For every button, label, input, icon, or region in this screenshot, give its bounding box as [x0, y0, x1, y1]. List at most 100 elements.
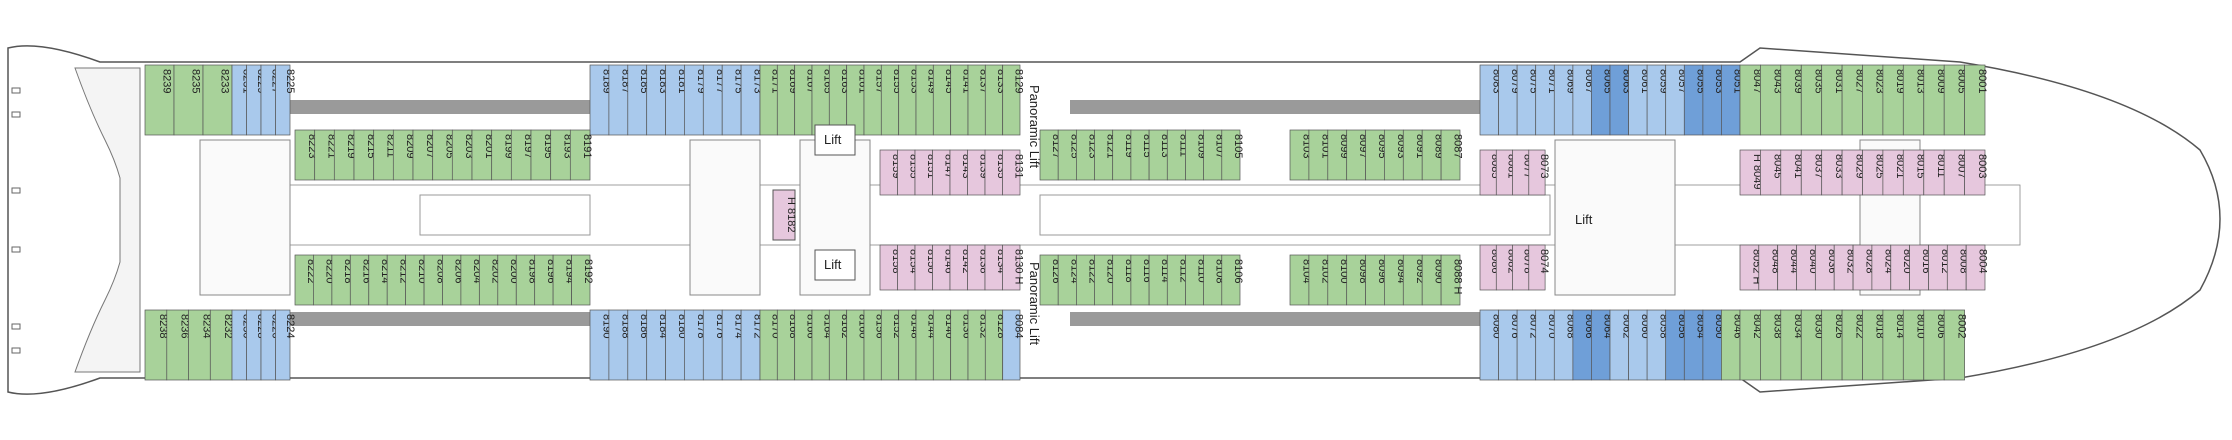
- cabin-8029[interactable]: 8029: [1841, 149, 1865, 196]
- cabin-8007[interactable]: 8007: [1943, 149, 1967, 196]
- cabin-h-8049[interactable]: H 8049: [1739, 149, 1763, 196]
- cabin-number: 8191: [581, 134, 593, 158]
- cabin-box[interactable]: [569, 129, 591, 181]
- cabin-8045[interactable]: 8045: [1760, 149, 1784, 196]
- cabin-8033[interactable]: 8033: [1821, 149, 1845, 196]
- cabin-box[interactable]: [1964, 64, 1986, 136]
- cabin-box[interactable]: [1440, 129, 1461, 181]
- cabin-8039[interactable]: 8039: [1780, 64, 1804, 136]
- cabin-8232[interactable]: 8232: [209, 309, 234, 381]
- cabin-8074[interactable]: 8074: [1528, 244, 1550, 291]
- cabin-8038[interactable]: 8038: [1760, 309, 1784, 381]
- cabin-number: 8106: [1232, 259, 1244, 283]
- cabin-8043[interactable]: 8043: [1760, 64, 1784, 136]
- cabin-8018[interactable]: 8018: [1862, 309, 1886, 381]
- cabin-8009[interactable]: 8009: [1923, 64, 1947, 136]
- cabin-8201[interactable]: 8201: [471, 129, 495, 181]
- cabin-8106[interactable]: 8106: [1221, 254, 1244, 306]
- cabin-8072[interactable]: 8072: [1516, 309, 1539, 381]
- cabin-8023[interactable]: 8023: [1862, 64, 1886, 136]
- cabin-8191[interactable]: 8191: [569, 129, 593, 181]
- cabin-8084[interactable]: 8084: [1002, 309, 1025, 381]
- cabin-box[interactable]: [202, 64, 233, 136]
- cabin-8021[interactable]: 8021: [1882, 149, 1906, 196]
- cabin-8030[interactable]: 8030: [1800, 309, 1825, 381]
- cabin-8042[interactable]: 8042: [1739, 309, 1763, 381]
- service-strip-top-mid: [1070, 100, 1480, 114]
- cabin-number: 8192: [582, 259, 594, 283]
- cabin-8236[interactable]: 8236: [166, 309, 191, 381]
- cabin-8014[interactable]: 8014: [1882, 309, 1906, 381]
- cabins-layer: 8239823582338231822982278225818981878185…: [144, 64, 1989, 381]
- cabin-8182-label: H 8182: [785, 197, 797, 232]
- cabin-box[interactable]: [1221, 254, 1241, 306]
- cabin-8130-h[interactable]: 8130 H: [1002, 244, 1025, 291]
- cabin-box[interactable]: [1002, 244, 1021, 291]
- cabin-8047[interactable]: 8047: [1739, 64, 1763, 136]
- cabin-8234[interactable]: 8234: [188, 309, 213, 381]
- porthole-3: [11, 187, 21, 194]
- cabin-8088-h[interactable]: 8088 H: [1440, 254, 1464, 306]
- cabin-number: 8074: [1538, 249, 1550, 273]
- cabin-8031[interactable]: 8031: [1821, 64, 1845, 136]
- cabin-number: 8130 H: [1012, 249, 1024, 285]
- cabin-box[interactable]: [1002, 64, 1021, 136]
- cabin-box[interactable]: [1221, 129, 1241, 181]
- cabin-8087[interactable]: 8087: [1440, 129, 1464, 181]
- cabin-box[interactable]: [1965, 244, 1986, 291]
- cabin-number: 8129: [1012, 69, 1024, 93]
- cabin-8129[interactable]: 8129: [1002, 64, 1025, 136]
- cabin-8225[interactable]: 8225: [275, 64, 296, 136]
- cabin-8192[interactable]: 8192: [571, 254, 594, 306]
- service-strip-bottom-mid: [1070, 312, 1480, 326]
- cabin-box[interactable]: [1964, 149, 1986, 196]
- cabin-8010[interactable]: 8010: [1902, 309, 1927, 381]
- cabin-8041[interactable]: 8041: [1780, 149, 1804, 196]
- cabin-8006[interactable]: 8006: [1923, 309, 1947, 381]
- cabin-8026[interactable]: 8026: [1821, 309, 1845, 381]
- cabin-8022[interactable]: 8022: [1841, 309, 1865, 381]
- cabin-8003[interactable]: 8003: [1964, 149, 1988, 196]
- cabin-box[interactable]: [571, 254, 591, 306]
- cabin-box[interactable]: [144, 64, 175, 136]
- cabin-8239[interactable]: 8239: [144, 64, 175, 136]
- cabin-box[interactable]: [275, 64, 291, 136]
- cabin-8037[interactable]: 8037: [1800, 149, 1825, 196]
- cabin-8002[interactable]: 8002: [1943, 309, 1967, 381]
- cabin-8035[interactable]: 8035: [1800, 64, 1825, 136]
- cabin-box[interactable]: [1528, 149, 1546, 196]
- cabin-8034[interactable]: 8034: [1780, 309, 1804, 381]
- lift-label-forward: Lift: [1575, 212, 1593, 227]
- cabin-8027[interactable]: 8027: [1841, 64, 1865, 136]
- cabin-8011[interactable]: 8011: [1923, 149, 1947, 196]
- cabin-box[interactable]: [1002, 149, 1021, 196]
- stair-lobby-aft: [199, 139, 291, 296]
- porthole-6: [11, 347, 21, 354]
- cabin-box[interactable]: [1528, 244, 1546, 291]
- cabin-8112[interactable]: 8112: [1166, 254, 1189, 306]
- stair-lobby-mid-left: [689, 139, 761, 296]
- cabin-8005[interactable]: 8005: [1943, 64, 1967, 136]
- cabin-8108[interactable]: 8108: [1203, 254, 1226, 306]
- cabin-8224[interactable]: 8224: [275, 309, 296, 381]
- cabin-8131[interactable]: 8131: [1002, 149, 1025, 196]
- cabin-box[interactable]: [275, 309, 291, 381]
- cabin-8013[interactable]: 8013: [1902, 64, 1927, 136]
- cabin-8132[interactable]: 8132: [967, 309, 990, 381]
- cabin-8105[interactable]: 8105: [1221, 129, 1244, 181]
- cabin-8073[interactable]: 8073: [1528, 149, 1550, 196]
- cabin-8004[interactable]: 8004: [1965, 244, 1989, 291]
- cabin-8019[interactable]: 8019: [1882, 64, 1906, 136]
- cabin-8015[interactable]: 8015: [1902, 149, 1927, 196]
- cabin-8235[interactable]: 8235: [173, 64, 204, 136]
- cabin-8238[interactable]: 8238: [144, 309, 169, 381]
- cabin-8001[interactable]: 8001: [1964, 64, 1988, 136]
- service-strip-bottom-aft: [290, 312, 590, 326]
- cabin-8233[interactable]: 8233: [202, 64, 233, 136]
- cabin-box[interactable]: [1440, 254, 1461, 306]
- cabin-8025[interactable]: 8025: [1862, 149, 1886, 196]
- cabin-box[interactable]: [1002, 309, 1021, 381]
- cabin-box[interactable]: [173, 64, 204, 136]
- cabin-8182[interactable]: [772, 189, 796, 241]
- cabin-box[interactable]: [1943, 309, 1965, 381]
